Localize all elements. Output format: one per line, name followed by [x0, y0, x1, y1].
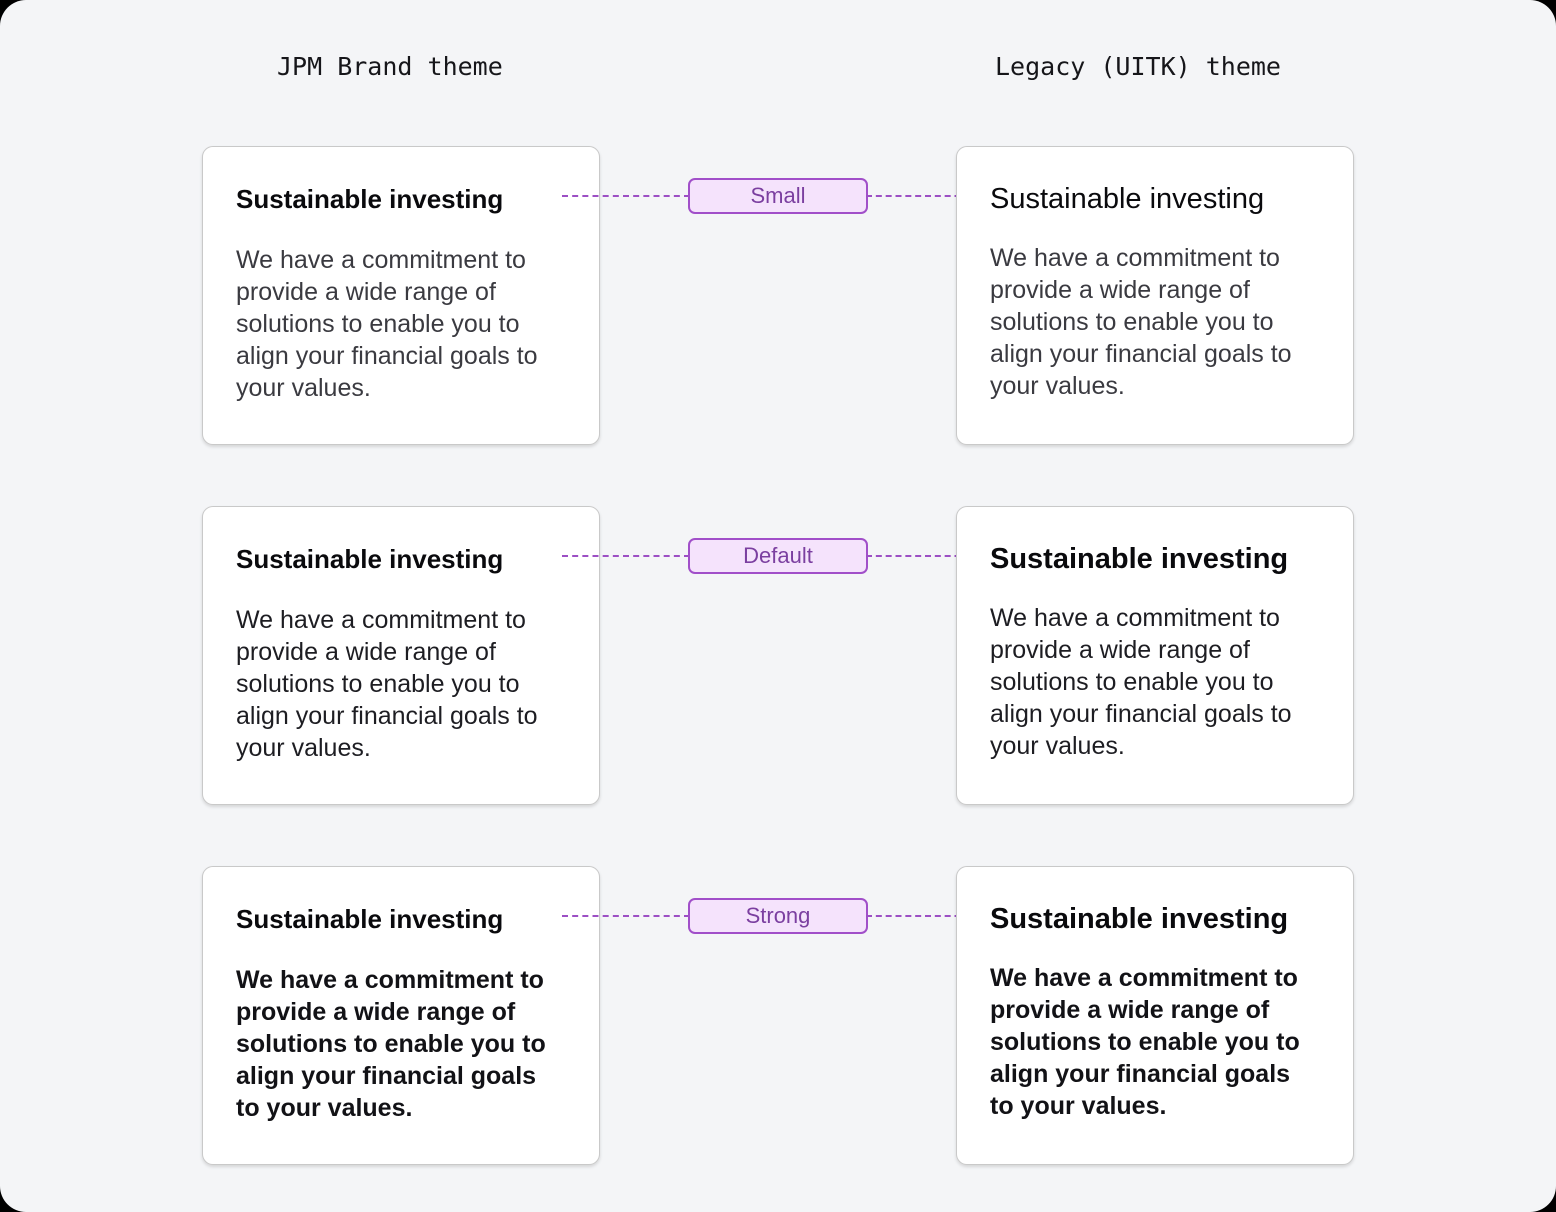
card-body: We have a commitment to provide a wide r…: [236, 246, 538, 403]
column-header-jpm-brand-theme: JPM Brand theme: [277, 52, 503, 81]
column-header-legacy-uitk-theme: Legacy (UITK) theme: [995, 52, 1281, 81]
card-body: We have a commitment to provide a wide r…: [990, 604, 1292, 761]
card-title: Sustainable investing: [990, 543, 1289, 575]
comparison-row-strong: Sustainable investing We have a commitme…: [0, 866, 1556, 1166]
connector-line-left: [562, 915, 690, 917]
card-body: We have a commitment to provide a wide r…: [990, 964, 1300, 1121]
density-badge-strong[interactable]: Strong: [688, 898, 868, 934]
card-legacy-uitk-default[interactable]: Sustainable investing We have a commitme…: [956, 506, 1354, 805]
card-body: We have a commitment to provide a wide r…: [990, 244, 1292, 401]
comparison-row-default: Sustainable investing We have a commitme…: [0, 506, 1556, 806]
density-badge-default[interactable]: Default: [688, 538, 868, 574]
card-title: Sustainable investing: [236, 904, 504, 934]
card-legacy-uitk-strong[interactable]: Sustainable investing We have a commitme…: [956, 866, 1354, 1165]
card-body: We have a commitment to provide a wide r…: [236, 606, 538, 763]
comparison-row-small: Sustainable investing We have a commitme…: [0, 146, 1556, 446]
connector-line-left: [562, 195, 690, 197]
connector-line-left: [562, 555, 690, 557]
card-title: Sustainable investing: [990, 903, 1289, 935]
card-legacy-uitk-small[interactable]: Sustainable investing We have a commitme…: [956, 146, 1354, 445]
card-title: Sustainable investing: [990, 183, 1265, 215]
card-title: Sustainable investing: [236, 544, 504, 574]
card-jpm-brand-default[interactable]: Sustainable investing We have a commitme…: [202, 506, 600, 805]
connector-line-right: [866, 195, 990, 197]
card-title: Sustainable investing: [236, 184, 504, 214]
density-badge-small[interactable]: Small: [688, 178, 868, 214]
card-body: We have a commitment to provide a wide r…: [236, 966, 546, 1123]
connector-line-right: [866, 915, 990, 917]
card-jpm-brand-strong[interactable]: Sustainable investing We have a commitme…: [202, 866, 600, 1165]
card-jpm-brand-small[interactable]: Sustainable investing We have a commitme…: [202, 146, 600, 445]
connector-line-right: [866, 555, 990, 557]
